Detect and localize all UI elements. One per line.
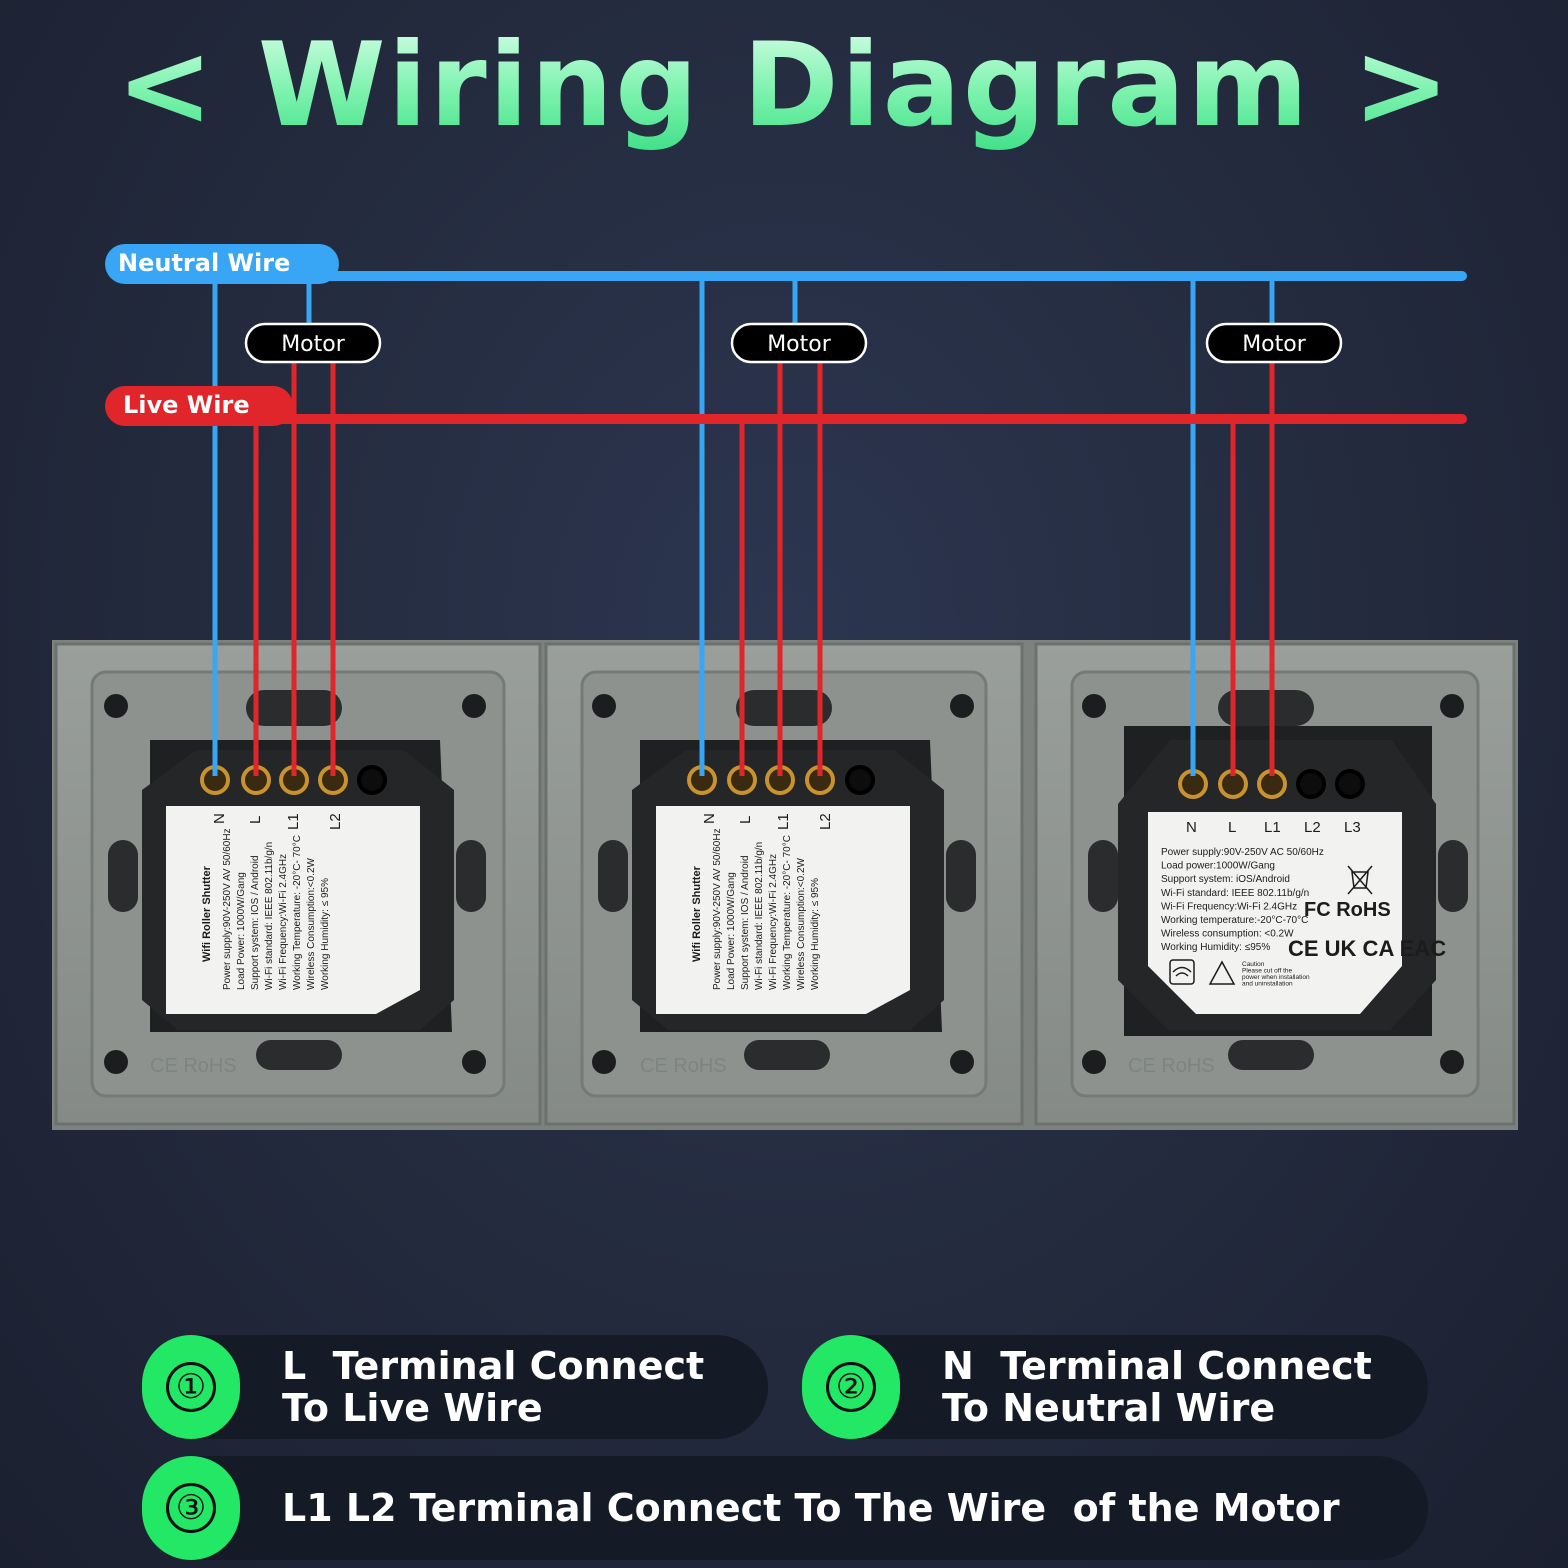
spec-line: Working Humidity: ≤ 95% — [320, 878, 331, 990]
wifi-icon — [1169, 959, 1195, 985]
m1-product-name: Wifi Roller Shutter — [201, 865, 213, 962]
m2-product-name: Wifi Roller Shutter — [691, 865, 703, 962]
spec-line: Working temperature:-20°C-70°C — [1161, 915, 1308, 926]
spec-line: Working Humidity: ≤95% — [1161, 942, 1270, 953]
spec-line: Support system: IOS / Android — [740, 855, 751, 990]
m1-terminal-n: N — [211, 813, 228, 824]
m2-terminal-l: L — [737, 816, 754, 824]
spec-line: Power supply:90V-250V AC 50/60Hz — [1161, 847, 1324, 858]
m3-marks: CE UK CA EAC — [1288, 936, 1446, 961]
caution-line: Please cut off the — [1242, 968, 1292, 975]
spec-line: Wireless Consumption:<0.2W — [796, 857, 807, 990]
legend-badge-2: ② — [802, 1335, 900, 1439]
recycle-bin-icon — [1347, 865, 1373, 895]
spec-line: Wi-Fi standard: IEEE 802.11b/g/n — [754, 842, 765, 990]
m3-terminal-n: N — [1186, 819, 1197, 836]
legend-text-1: L Terminal Connect To Live Wire — [282, 1344, 705, 1430]
neutral-wire-tag: Neutral Wire — [105, 244, 339, 284]
spec-line: Load power:1000W/Gang — [1161, 861, 1275, 872]
warning-icon — [1208, 960, 1236, 985]
m2-terminal-n: N — [701, 813, 718, 824]
spec-line: Working Temperature: -20°C- 70°C — [292, 835, 303, 990]
spec-line: Wireless consumption: <0.2W — [1161, 929, 1294, 940]
spec-line: Power supply:90V-250V AV 50/60Hz — [712, 828, 723, 990]
caution-line: Caution — [1242, 961, 1265, 968]
m3-terminal-l2: L2 — [1304, 819, 1321, 836]
m3-terminal-l3: L3 — [1344, 819, 1361, 836]
spec-line: Load Power: 1000W/Gang — [236, 872, 247, 990]
spec-line: Wi-Fi Frequency:Wi-Fi 2.4GHz — [768, 854, 779, 990]
m2-terminal-l2: L2 — [817, 813, 834, 830]
m1-terminal-l1: L1 — [285, 813, 302, 830]
switch-module-3 — [1118, 726, 1436, 1036]
spec-line: Wi-Fi Frequency:Wi-Fi 2.4GHz — [278, 854, 289, 990]
motor-2-label: Motor — [767, 332, 832, 357]
m3-certs: FC RoHS — [1304, 899, 1391, 921]
spec-line: Wi-Fi standard: IEEE 802.11b/g/n — [264, 842, 275, 990]
spec-line: Wi-Fi standard: IEEE 802.11b/g/n — [1161, 888, 1309, 899]
spec-line: Working Temperature: -20°C- 70°C — [782, 835, 793, 990]
spec-line: Working Humidity: ≤ 95% — [810, 878, 821, 990]
neutral-wires — [115, 271, 1467, 776]
legend-item-3: ③ L1 L2 Terminal Connect To The Wire of … — [142, 1456, 1428, 1560]
spec-line: Power supply:90V-250V AV 50/60Hz — [222, 828, 233, 990]
motor-2: Motor — [730, 322, 868, 364]
plate-3-mark: CE RoHS — [1128, 1055, 1215, 1077]
plate-1-mark: CE RoHS — [150, 1055, 237, 1077]
wiring-diagram: N L L1 L2 Wifi Roller Shutter Power supp… — [52, 244, 1518, 1130]
switch-module-2 — [632, 740, 944, 1032]
m3-terminal-l: L — [1228, 819, 1236, 836]
motor-1: Motor — [244, 322, 382, 364]
spec-line: Wi-Fi Frequency:Wi-Fi 2.4GHz — [1161, 901, 1297, 912]
m2-terminal-l1: L1 — [775, 813, 792, 830]
diagram-title: < Wiring Diagram > — [0, 18, 1568, 153]
legend-badge-3: ③ — [142, 1456, 240, 1560]
legend-item-2: ② N Terminal Connect To Neutral Wire — [802, 1335, 1428, 1439]
spec-line: Load Power: 1000W/Gang — [726, 872, 737, 990]
terminal-socket — [357, 765, 387, 795]
live-wires — [115, 362, 1467, 776]
m1-terminal-l2: L2 — [327, 813, 344, 830]
live-wire-tag: Live Wire — [105, 386, 293, 426]
legend-badge-1: ① — [142, 1335, 240, 1439]
m3-terminal-l1: L1 — [1264, 819, 1281, 836]
motor-1-label: Motor — [281, 332, 346, 357]
spec-line: Support system: iOS/Android — [1161, 874, 1290, 885]
terminal-socket — [845, 765, 875, 795]
terminal-socket — [1335, 769, 1365, 799]
caution-line: and uninstallation — [1242, 981, 1293, 988]
caution-line: power when installation — [1242, 974, 1310, 981]
spec-line: Wireless Consumption:<0.2W — [306, 857, 317, 990]
legend-text-2: N Terminal Connect To Neutral Wire — [942, 1344, 1372, 1430]
legend-item-1: ① L Terminal Connect To Live Wire — [142, 1335, 768, 1439]
motor-3-label: Motor — [1242, 332, 1307, 357]
live-wire-label: Live Wire — [123, 391, 250, 419]
motor-3: Motor — [1205, 322, 1343, 364]
spec-line: Support system: IOS / Android — [250, 855, 261, 990]
terminal-socket — [1296, 769, 1326, 799]
plate-2-mark: CE RoHS — [640, 1055, 727, 1077]
m1-terminal-l: L — [247, 816, 264, 824]
legend-text-3: L1 L2 Terminal Connect To The Wire of th… — [282, 1486, 1340, 1530]
neutral-wire-label: Neutral Wire — [118, 249, 290, 277]
switch-module-1 — [142, 740, 454, 1032]
